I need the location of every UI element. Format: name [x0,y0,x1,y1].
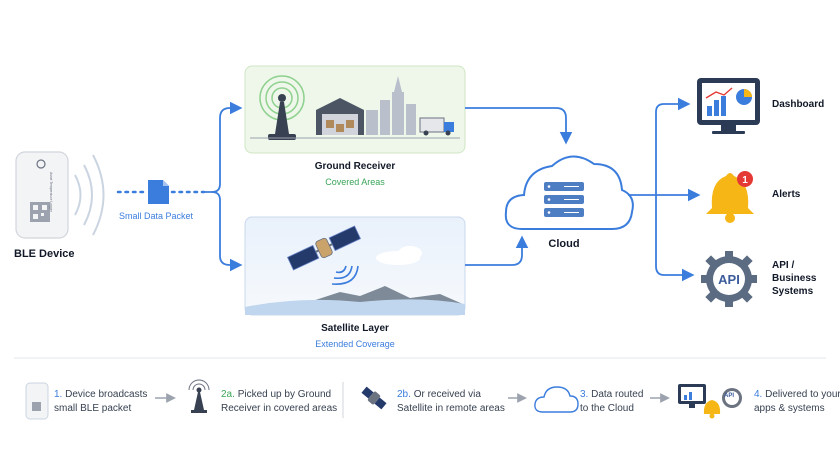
step4-apps-icons [678,384,742,419]
step-3: 3. Data routed to the Cloud [580,388,643,416]
device-tag-text: Asset Temperature Logger [49,172,53,213]
api-label: API / Business Systems [772,259,816,298]
step-3-text-b: to the Cloud [580,403,634,414]
ground-to-cloud-arrow [465,107,573,145]
mountains-icon [245,286,465,315]
step-2a-text-a: Picked up by Ground [237,389,332,400]
satellite-signal-icon [331,265,359,285]
satellite-icon [286,225,362,271]
dashboard-monitor-icon [697,78,760,134]
step-1-text-b: small BLE packet [54,403,132,414]
branch-to-satellite-arrow [211,191,243,272]
ground-receiver-subtitle: Covered Areas [325,177,385,187]
to-api-arrow [655,195,695,282]
city-buildings-icon [366,76,416,135]
ble-device-icon [15,151,69,239]
alert-badge-count: 1 [742,175,748,186]
ble-signal-waves-icon [74,154,105,236]
step-4: 4. Delivered to your apps & systems [754,388,840,416]
alerts-label: Alerts [772,189,801,200]
api-label-line2: Business [772,273,817,284]
step-2b: 2b. Or received via Satellite in remote … [397,388,505,416]
delivery-truck-icon [419,117,454,136]
step-1-number: 1. [54,389,63,400]
cloud-label: Cloud [548,238,580,250]
step-2a: 2a. Picked up by Ground Receiver in cove… [221,388,337,416]
step2b-satellite-icon [361,386,387,410]
step-4-text-a: Delivered to your [765,389,840,400]
step1-device-icon [25,382,49,420]
step-2a-text-b: Receiver in covered areas [221,403,338,414]
step-2b-number: 2b. [397,389,411,400]
step4-api-icon-text: API [724,393,735,399]
step-4-text-b: apps & systems [754,403,825,414]
clouds-background-icon [376,246,422,265]
step-1: 1. Device broadcasts small BLE packet [54,388,147,416]
branch-to-ground-arrow [204,101,243,193]
to-dashboard-arrow [655,97,691,195]
step-3-text-a: Data routed [591,389,644,400]
step-4-number: 4. [754,389,763,400]
alert-bell-icon [706,171,754,223]
ble-device-label: BLE Device [14,248,75,260]
api-label-line3: Systems [772,286,814,297]
alert-badge [737,171,753,187]
satellite-layer-title: Satellite Layer [321,323,389,334]
api-gear-icon [701,251,757,307]
satellite-to-cloud-arrow [465,235,529,266]
step2a-tower-icon [188,379,210,413]
step3-cloud-icon [534,386,579,413]
step-2b-text-a: Or received via [413,389,481,400]
data-packet-icon [148,180,169,204]
dashboard-label: Dashboard [772,99,825,110]
api-gear-text: API [718,272,740,287]
packet-label: Small Data Packet [119,211,194,221]
warehouse-icon [316,98,364,135]
satellite-layer-subtitle: Extended Coverage [315,339,395,349]
step-2b-text-b: Satellite in remote areas [397,403,505,414]
cloud-icon [504,155,634,230]
ground-receiver-title: Ground Receiver [314,161,396,172]
step-2a-number: 2a. [221,389,235,400]
step-3-number: 3. [580,389,589,400]
api-label-line1: API / [772,260,795,271]
step-1-text-a: Device broadcasts [65,389,148,400]
